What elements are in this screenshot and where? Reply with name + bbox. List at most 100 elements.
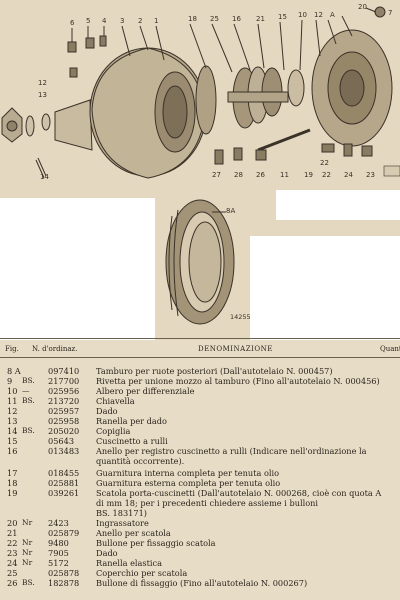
row-qualifier: Nr: [22, 538, 33, 547]
row-description: Albero per differenziale: [96, 386, 195, 396]
row-qualifier: Nr: [22, 558, 33, 567]
callout-18: 18: [188, 15, 197, 23]
row-description: Cuscinetto a rulli: [96, 436, 168, 446]
row-order-number: 018455: [48, 468, 80, 478]
row-order-number: 205020: [48, 426, 80, 436]
row-order-number: 9480: [48, 538, 69, 548]
row-order-number: 013483: [48, 446, 80, 456]
callout-22-a: 22: [322, 171, 331, 179]
row-description: Dado: [96, 548, 118, 558]
row-order-number: 097410: [48, 366, 80, 376]
callout-5: 5: [86, 17, 91, 25]
parts-illustration: [0, 6, 400, 346]
table-header: Fig. N. d'ordinaz. DENOMINAZIONE Quant: [0, 338, 400, 358]
row-description: Ingrassatore: [96, 518, 149, 528]
row-description: Ranella per dado: [96, 416, 167, 426]
callout-2: 2: [138, 17, 143, 25]
header-fig: Fig.: [5, 345, 19, 353]
row-figure: 20: [7, 518, 18, 528]
callout-19: 19: [304, 171, 313, 179]
callout-20: 20: [358, 3, 367, 11]
callout-4: 4: [102, 17, 107, 25]
callout-11: 11: [280, 171, 289, 179]
callout-22-b: 22: [320, 159, 329, 167]
row-description: Anello per registro cuscinetto a rulli (…: [96, 446, 367, 456]
row-order-number: 5172: [48, 558, 69, 568]
callout-28: 28: [234, 171, 243, 179]
row-description: Rivetta per unione mozzo al tamburo (Fin…: [96, 376, 380, 386]
row-description: Dado: [96, 406, 118, 416]
row-description: Guarnitura interna completa per tenuta o…: [96, 468, 280, 478]
callout-13: 13: [38, 91, 47, 99]
row-figure: 24: [7, 558, 18, 568]
row-figure: 26: [7, 578, 18, 588]
row-figure: 8 A: [7, 366, 21, 376]
row-order-number: 2423: [48, 518, 69, 528]
row-description: Guarnitura esterna completa per tenuta o…: [96, 478, 281, 488]
row-order-number: 025881: [48, 478, 80, 488]
row-figure: 16: [7, 446, 18, 456]
row-figure: 10: [7, 386, 18, 396]
row-order-number: 213720: [48, 396, 80, 406]
callout-23: 23: [366, 171, 375, 179]
row-figure: 21: [7, 528, 18, 538]
row-order-number: 217700: [48, 376, 80, 386]
row-figure: 9: [7, 376, 13, 386]
row-description: Coperchio per scatola: [96, 568, 188, 578]
callout-21: 21: [256, 15, 265, 23]
row-order-number: 039261: [48, 488, 80, 498]
row-order-number: 025957: [48, 406, 80, 416]
row-figure: 18: [7, 478, 18, 488]
row-order-number: 05643: [48, 436, 75, 446]
row-figure: 23: [7, 548, 18, 558]
row-figure: 19: [7, 488, 18, 498]
callout-12-left: 12: [38, 79, 47, 87]
row-description: BS. 183171): [96, 508, 147, 518]
callout-14: 14: [40, 173, 49, 181]
drawing-reference-number: 14255: [230, 313, 251, 321]
row-qualifier: BS.: [22, 578, 35, 587]
row-figure: 14: [7, 426, 18, 436]
row-figure: 12: [7, 406, 18, 416]
callout-24: 24: [344, 171, 353, 179]
row-description: Bullone per fissaggio scatola: [96, 538, 216, 548]
callout-12-right: 12: [314, 11, 323, 19]
row-figure: 25: [7, 568, 18, 578]
row-qualifier: BS.: [22, 426, 35, 435]
row-qualifier: BS.: [22, 376, 35, 385]
row-figure: 17: [7, 468, 18, 478]
row-order-number: 7905: [48, 548, 69, 558]
row-order-number: 025958: [48, 416, 80, 426]
row-order-number: 025879: [48, 528, 80, 538]
parts-list: 8 A 097410 Tamburo per ruote posteriori (D…: [0, 358, 400, 600]
callout-25: 25: [210, 15, 219, 23]
callout-6: 6: [70, 19, 75, 27]
row-figure: 15: [7, 436, 18, 446]
row-description: di mm 18; per i precedenti chiedere assi…: [96, 498, 319, 508]
callout-27: 27: [212, 171, 221, 179]
row-figure: 13: [7, 416, 18, 426]
row-figure: 11: [7, 396, 18, 406]
row-order-number: 182878: [48, 578, 80, 588]
row-description: Bullone di fissaggio (Fino all'autotelai…: [96, 578, 308, 588]
header-order-number: N. d'ordinaz.: [32, 345, 78, 353]
row-description: Ranella elastica: [96, 558, 162, 568]
row-qualifier: —: [22, 386, 30, 395]
callout-16: 16: [232, 15, 241, 23]
header-quantita: Quant: [380, 345, 400, 353]
row-description: Copiglia: [96, 426, 131, 436]
row-qualifier: BS.: [22, 396, 35, 405]
callout-A: A: [330, 11, 335, 19]
row-description: Tamburo per ruote posteriori (Dall'autot…: [96, 366, 333, 376]
callout-8A: 8A: [226, 207, 236, 215]
row-description: Chiavella: [96, 396, 135, 406]
exploded-view-drawing: 6 5 4 3 2 1 12 13 14 18 25 16 21 15 10 1…: [0, 3, 400, 346]
row-description: quantità occorrente).: [96, 456, 185, 466]
row-order-number: 025956: [48, 386, 80, 396]
row-qualifier: Nr: [22, 548, 33, 557]
callout-7: 7: [388, 9, 393, 17]
callout-10: 10: [298, 11, 307, 19]
row-description: Scatola porta-cuscinetti (Dall'autotelai…: [96, 488, 382, 498]
callout-15: 15: [278, 13, 287, 21]
row-figure: 22: [7, 538, 18, 548]
